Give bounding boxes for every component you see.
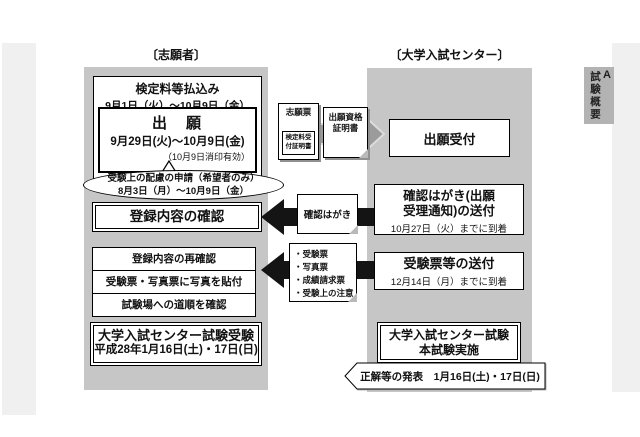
side-tab-vertical-label: 試験概要 [589,71,601,121]
document-qualification-certificate: 出願資格 証明書 [323,107,368,158]
payment-receipt-box: 検定料受 付証明書 [282,131,315,155]
confirmation-postcard-label: 確認はがき [303,210,352,221]
application-reception-label: 出願受付 [423,131,476,147]
checklist-row-recheck: 登録内容の再確認 [92,247,256,271]
side-tab-section-letter: A [603,69,611,81]
checklist-row-photo: 受験票・写真票に写真を貼付 [92,270,256,294]
mailing-item-photo: ・写真票 [294,262,329,272]
confirm-registration-label: 登録内容の確認 [129,209,225,224]
answers-banner-shape [344,362,546,390]
mailing-item-notes: ・受験上の注意 [294,288,354,298]
right-page-margin [612,43,640,392]
application-postmark-note: （10月9日消印有効） [162,152,250,162]
exam-implementation-line2: 本試験実施 [418,343,479,357]
mailing-item-ticket: ・受験票 [294,249,329,259]
application-form-label: 志願票 [285,107,312,117]
ticket-sending-title: 受験票等の送付 [403,256,495,271]
postcard-sending-box: 確認はがき(出願 受理通知)の送付 10月27日（火）までに到着 [374,184,524,235]
consideration-line1: 受験上の配慮の申請（希望者のみ） [107,173,260,184]
exam-implementation-line1: 大学入試センター試験 [388,328,509,342]
postcard-sending-line1: 確認はがき(出願 [403,189,495,203]
document-application-form: 志願票 検定料受 付証明書 [278,103,319,160]
exam-implementation-box: 大学入試センター試験 本試験実施 [377,322,521,363]
document-confirmation-postcard: 確認はがき [297,194,358,234]
ticket-sending-box: 受験票等の送付 12月14日（月）までに到着 [374,252,524,290]
checklist-row-route: 試験場への道順を確認 [92,293,256,317]
answers-banner-label: 正解等の発表 1月16日(土)・17日(日) [360,370,540,383]
take-exam-title: 大学入試センター試験受験 [97,328,254,343]
postcard-deadline: 10月27日（火）までに到着 [390,224,508,235]
left-page-margin [2,43,36,415]
payment-receipt-line2: 付証明書 [285,142,312,150]
application-period: 9月29日(火)～10月9日(金) [110,136,245,148]
postcard-sending-line2: 受理通知)の送付 [403,204,495,218]
take-exam-box: 大学入試センター試験受験 平成28年1月16日(土)・17日(日) [90,322,262,366]
payment-receipt-line1: 検定料受 [285,134,312,141]
confirm-registration-box: 登録内容の確認 [92,202,262,232]
center-column-header: 〔大学入試センター〕 [389,48,510,62]
payment-title: 検定料等払込み [135,82,220,96]
qualification-line2: 証明書 [332,123,359,133]
qualification-line1: 出願資格 [328,112,363,122]
consideration-line2: 8月3日（月）～10月9日（金） [118,185,249,197]
mailing-item-score-request: ・成績請求票 [294,275,346,285]
section-side-tab: 試験概要 A [584,67,614,124]
application-title: 出 願 [151,115,203,132]
consideration-bubble: 受験上の配慮の申請（希望者のみ） 8月3日（月）～10月9日（金） [83,170,284,200]
application-reception-box: 出願受付 [389,119,510,157]
ticket-deadline: 12月14日（月）までに到着 [390,277,508,288]
take-exam-date: 平成28年1月16日(土)・17日(日) [94,344,258,356]
document-mailing-items: ・受験票 ・写真票 ・成績請求票 ・受験上の注意 [289,243,357,302]
applicant-column-header: 〔志願者〕 [145,48,206,62]
